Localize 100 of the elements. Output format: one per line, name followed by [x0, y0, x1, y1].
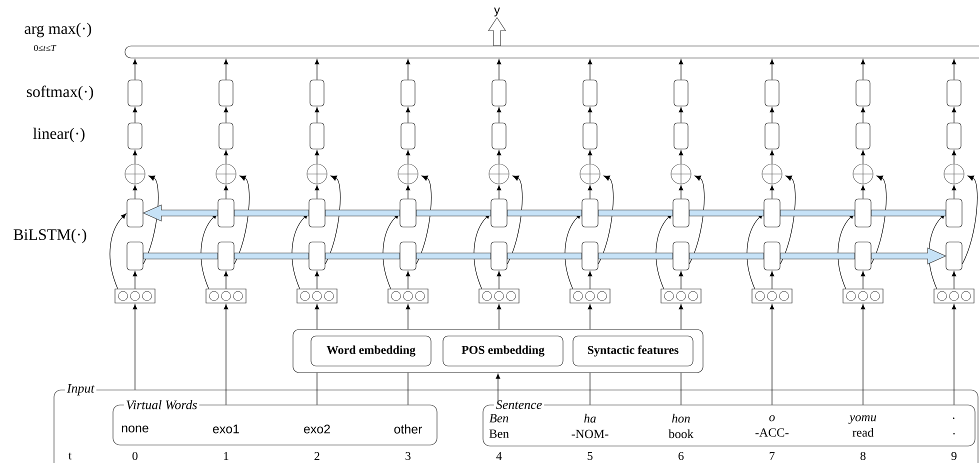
arrow — [952, 59, 956, 80]
arrow — [678, 150, 684, 164]
curved-arrow — [780, 176, 796, 264]
linear-box — [128, 122, 142, 150]
softmax-box — [946, 80, 962, 106]
arrow — [132, 185, 138, 199]
arrow — [224, 59, 228, 80]
output-bar — [124, 46, 979, 58]
state-arrow — [325, 252, 400, 260]
state-arrow — [234, 210, 309, 216]
arrow — [132, 107, 138, 123]
sum-circle — [306, 164, 328, 184]
connector-line — [316, 372, 318, 405]
embedding-box: Word embedding — [310, 336, 432, 366]
arrow — [406, 107, 410, 123]
word-token: ha -NOM- — [572, 414, 608, 438]
state-arrow — [507, 210, 582, 216]
arrow — [496, 59, 502, 80]
time-index: 6 — [678, 452, 684, 460]
arrow — [496, 185, 502, 199]
arrow — [406, 304, 410, 330]
arrow — [224, 150, 228, 164]
arrow — [860, 271, 866, 289]
arrow — [860, 150, 866, 164]
word-token: none — [122, 426, 148, 432]
state-arrow — [143, 252, 218, 260]
linear-box — [856, 122, 870, 150]
word-token: exo1 — [212, 424, 239, 434]
lstm-cell — [218, 198, 234, 228]
input-vector — [752, 288, 792, 304]
curved-arrow — [962, 176, 978, 264]
sum-circle — [124, 164, 146, 184]
state-arrow — [871, 248, 946, 264]
layer-label: softmax(·) — [26, 86, 94, 100]
arrow — [406, 59, 410, 80]
curved-arrow — [598, 176, 614, 264]
curved-arrow — [416, 176, 432, 264]
softmax-box — [128, 80, 142, 106]
arrow — [224, 107, 228, 123]
input-vector — [570, 288, 610, 304]
block-arrow — [488, 17, 506, 46]
time-index: 1 — [224, 452, 228, 460]
lstm-cell — [490, 198, 508, 228]
lstm-cell — [126, 198, 144, 228]
arrow — [314, 107, 320, 123]
arrow — [678, 107, 684, 123]
arrow — [496, 271, 502, 289]
arrow — [860, 185, 866, 199]
time-index: 0 — [132, 452, 138, 460]
lstm-cell — [400, 198, 416, 228]
arrow — [588, 150, 592, 164]
softmax-box — [218, 80, 234, 106]
sum-circle — [852, 164, 874, 184]
sum-circle — [580, 164, 600, 184]
softmax-box — [582, 80, 598, 106]
arrow — [678, 59, 684, 80]
state-arrow — [416, 210, 491, 216]
input-vector — [388, 288, 428, 304]
state-arrow — [598, 252, 673, 260]
time-label: t — [68, 452, 72, 460]
arrow — [678, 185, 684, 199]
arrow — [678, 304, 684, 330]
arrow — [132, 59, 138, 80]
arrow — [770, 185, 774, 199]
word-token: yomu read — [848, 415, 876, 437]
arrow — [860, 304, 866, 405]
input-vector — [296, 288, 338, 304]
curved-arrow — [110, 214, 126, 289]
word-token: exo2 — [304, 424, 330, 434]
arrow — [496, 150, 502, 164]
lstm-cell — [218, 242, 234, 270]
time-index: 4 — [496, 452, 502, 460]
word-token: hon book — [668, 414, 694, 438]
arrow — [496, 304, 502, 330]
input-vector — [842, 288, 884, 304]
softmax-box — [764, 80, 780, 106]
lstm-cell — [672, 242, 690, 270]
arrow — [224, 304, 228, 405]
state-arrow — [507, 252, 582, 260]
layer-label: linear(·) — [33, 128, 85, 142]
arrow — [952, 185, 956, 199]
state-arrow — [598, 210, 673, 216]
arrow — [588, 185, 592, 199]
time-index: 7 — [770, 452, 775, 460]
time-index: 9 — [951, 452, 957, 460]
time-index: 8 — [860, 452, 866, 460]
state-arrow — [780, 252, 856, 260]
arrow — [406, 271, 410, 289]
arrow — [224, 185, 228, 199]
sum-circle — [488, 164, 510, 184]
arrow — [952, 304, 956, 405]
arrow — [314, 271, 320, 289]
input-vector — [478, 288, 520, 304]
time-index: 3 — [406, 452, 411, 460]
state-arrow — [142, 204, 218, 222]
arrow — [588, 304, 592, 330]
lstm-cell — [946, 198, 962, 228]
layer-label: 0≤t≤T — [34, 44, 56, 52]
sum-circle — [216, 164, 236, 184]
arrow — [132, 150, 138, 164]
